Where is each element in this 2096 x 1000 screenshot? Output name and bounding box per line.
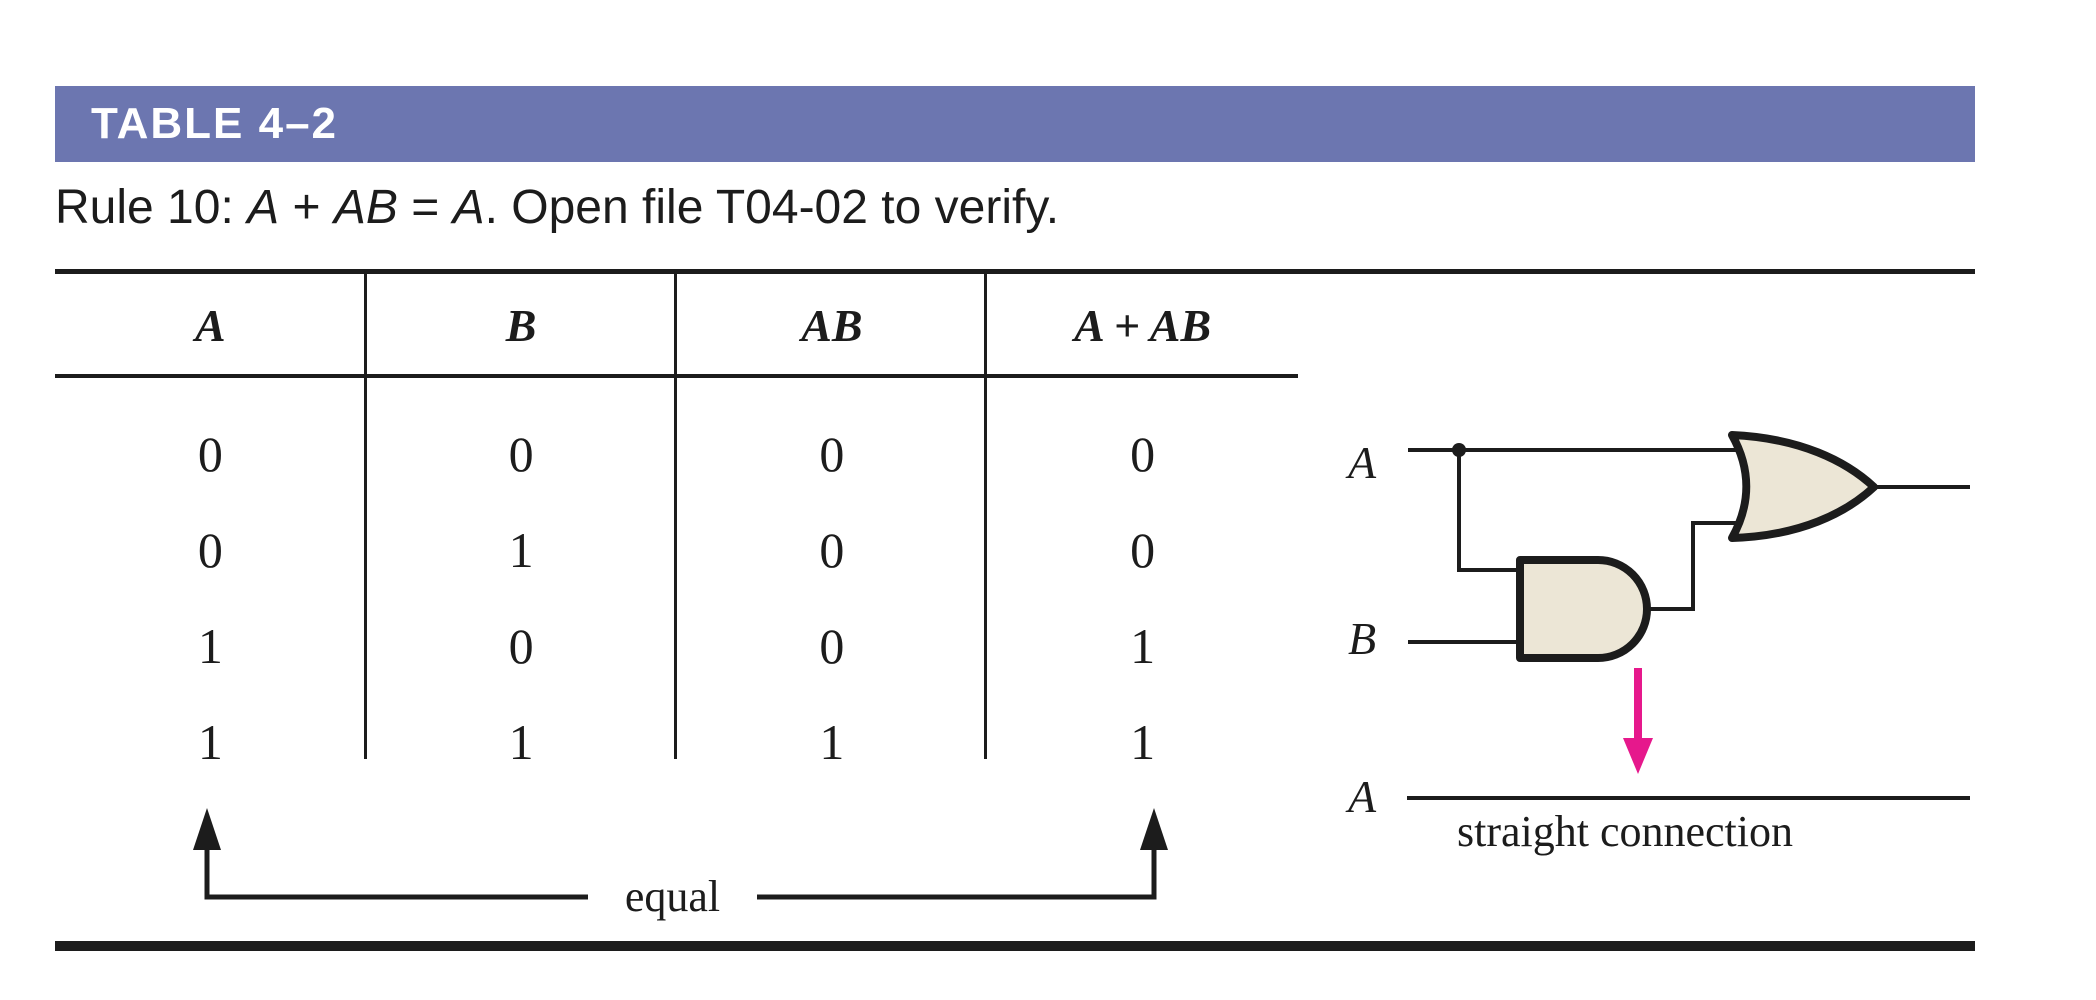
truth-table-cell: 1 <box>819 714 845 770</box>
wire-and-to-or <box>1647 521 1742 611</box>
and-gate <box>1516 556 1651 662</box>
caption-text: Rule 10: <box>55 181 248 234</box>
table-caption: Rule 10: A + AB = A. Open file T04-02 to… <box>55 178 1059 238</box>
truth-table-cell: 1 <box>197 618 223 674</box>
truth-table-cell: 0 <box>508 618 534 674</box>
column-divider <box>674 271 677 759</box>
equal-label: equal <box>624 872 721 921</box>
down-arrow-icon <box>1623 738 1653 774</box>
up-arrow-icon <box>1140 808 1168 850</box>
column-header-b: B <box>505 299 537 351</box>
truth-table-cell: 0 <box>197 522 223 578</box>
junction-dot <box>1452 443 1466 457</box>
truth-table-cell: 0 <box>819 426 845 482</box>
caption-var-a: A <box>247 181 280 234</box>
or-gate <box>1728 431 1878 542</box>
truth-table-header-row: A B AB A + AB <box>55 276 1298 374</box>
caption-var-ab: AB <box>333 181 398 234</box>
circuit-input-a-label: A <box>1347 437 1377 488</box>
column-header-a: A <box>195 299 226 351</box>
truth-table-body: 0 0 0 0 0 1 0 0 1 0 0 1 1 1 1 1 <box>55 406 1298 790</box>
equal-bracket-right <box>757 845 1157 900</box>
truth-table-cell: 0 <box>1130 426 1156 482</box>
column-header-ab: AB <box>801 299 863 351</box>
truth-table-cell: 1 <box>508 714 534 770</box>
truth-table-cell: 0 <box>1130 522 1156 578</box>
column-divider <box>364 271 367 759</box>
truth-table-cell: 1 <box>1130 714 1156 770</box>
truth-table-cell: 1 <box>197 714 223 770</box>
truth-table-cell: 0 <box>819 618 845 674</box>
circuit-input-b-label: B <box>1347 613 1377 664</box>
truth-table-cell: 0 <box>508 426 534 482</box>
caption-var-a2: A <box>452 181 485 234</box>
caption-plus: + <box>279 181 334 234</box>
table-top-rule <box>55 269 1975 274</box>
straight-connection-label: straight connection <box>1456 807 1793 856</box>
table-title: TABLE 4–2 <box>91 99 339 148</box>
table-title-bar: TABLE 4–2 <box>55 86 1975 162</box>
caption-suffix: . Open file T04-02 to verify. <box>484 181 1060 234</box>
truth-table-cell: 1 <box>1130 618 1156 674</box>
column-header-a-plus-ab: A + AB <box>1074 299 1212 351</box>
circuit-output-a-label: A <box>1347 771 1377 822</box>
truth-table-cell: 0 <box>197 426 223 482</box>
truth-table-cell: 1 <box>508 522 534 578</box>
wire-branch-a <box>1457 450 1524 572</box>
caption-equals: = <box>397 181 453 234</box>
up-arrow-icon <box>193 808 221 850</box>
table-bottom-rule <box>55 941 1975 951</box>
truth-table-cell: 0 <box>819 522 845 578</box>
column-divider <box>984 271 987 759</box>
equal-bracket-left <box>204 845 588 900</box>
